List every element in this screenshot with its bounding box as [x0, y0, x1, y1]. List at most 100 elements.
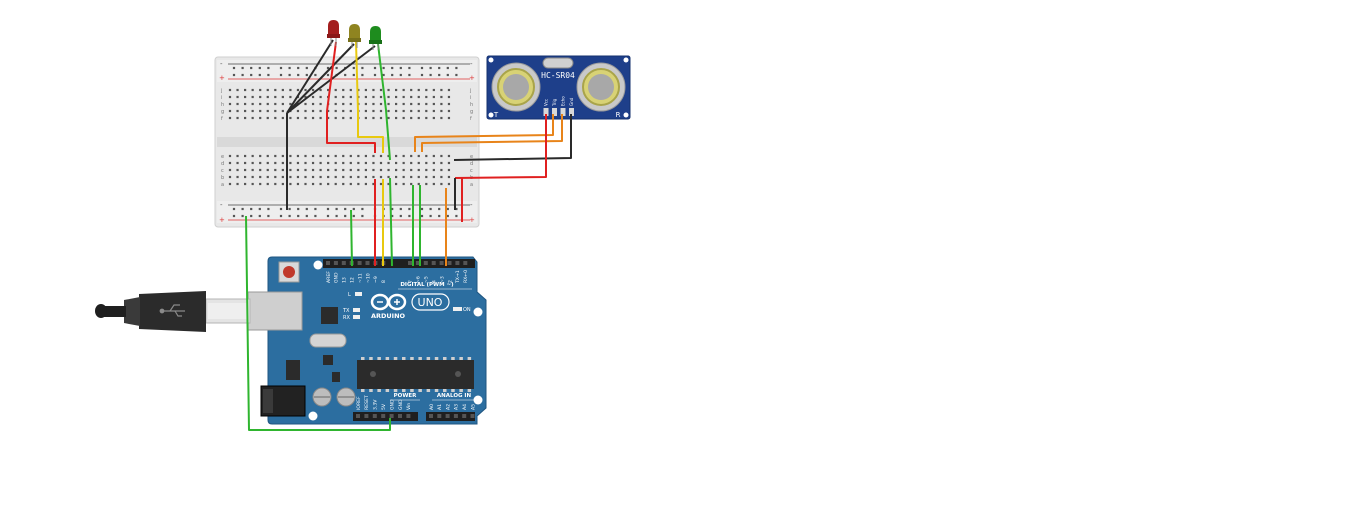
breadboard-hole[interactable]	[289, 168, 292, 172]
breadboard-hole[interactable]	[417, 102, 420, 106]
breadboard-hole[interactable]	[296, 109, 300, 113]
breadboard-hole[interactable]	[425, 109, 428, 113]
rail-hole[interactable]	[446, 207, 449, 211]
rail-hole[interactable]	[399, 66, 402, 70]
breadboard-hole[interactable]	[281, 88, 284, 92]
breadboard-hole[interactable]	[447, 168, 451, 172]
rail-hole[interactable]	[344, 214, 347, 218]
analog-pin[interactable]	[429, 414, 433, 418]
breadboard-hole[interactable]	[357, 154, 360, 158]
breadboard-hole[interactable]	[327, 88, 330, 92]
rail-hole[interactable]	[232, 73, 236, 77]
breadboard-hole[interactable]	[357, 168, 360, 172]
rail-hole[interactable]	[352, 73, 355, 77]
breadboard-hole[interactable]	[244, 102, 247, 106]
breadboard-hole[interactable]	[319, 168, 322, 172]
rail-hole[interactable]	[429, 66, 432, 70]
breadboard-hole[interactable]	[304, 168, 307, 172]
rail-hole[interactable]	[408, 214, 411, 218]
breadboard-hole[interactable]	[311, 95, 315, 99]
breadboard-hole[interactable]	[236, 116, 239, 120]
breadboard-hole[interactable]	[281, 102, 284, 106]
breadboard-hole[interactable]	[425, 175, 428, 179]
reset-button[interactable]	[278, 261, 300, 283]
breadboard-hole[interactable]	[319, 95, 322, 99]
digital-pin[interactable]	[357, 261, 362, 265]
breadboard-hole[interactable]	[281, 154, 284, 158]
breadboard-hole[interactable]	[372, 154, 375, 158]
rail-hole[interactable]	[250, 66, 253, 70]
breadboard-hole[interactable]	[342, 95, 345, 99]
breadboard-hole[interactable]	[244, 175, 247, 179]
breadboard-hole[interactable]	[228, 154, 232, 158]
rail-hole[interactable]	[399, 207, 402, 211]
breadboard-hole[interactable]	[349, 95, 352, 99]
breadboard-hole[interactable]	[342, 168, 345, 172]
breadboard-hole[interactable]	[289, 95, 292, 99]
rail-hole[interactable]	[279, 66, 283, 70]
breadboard-hole[interactable]	[236, 95, 239, 99]
breadboard-hole[interactable]	[440, 95, 443, 99]
breadboard-hole[interactable]	[289, 154, 292, 158]
breadboard-hole[interactable]	[432, 116, 435, 120]
breadboard-hole[interactable]	[251, 168, 254, 172]
rail-hole[interactable]	[267, 66, 270, 70]
breadboard-hole[interactable]	[244, 168, 247, 172]
rail-hole[interactable]	[391, 73, 394, 77]
breadboard-hole[interactable]	[364, 116, 367, 120]
breadboard-hole[interactable]	[266, 95, 269, 99]
breadboard-hole[interactable]	[274, 95, 277, 99]
breadboard-hole[interactable]	[432, 109, 435, 113]
breadboard-hole[interactable]	[417, 182, 420, 186]
breadboard-hole[interactable]	[440, 102, 443, 106]
rail-hole[interactable]	[438, 207, 441, 211]
rail-hole[interactable]	[455, 73, 458, 77]
digital-pin[interactable]	[415, 261, 420, 265]
breadboard-hole[interactable]	[319, 161, 322, 165]
rail-hole[interactable]	[446, 66, 449, 70]
sensor-pin[interactable]	[560, 108, 566, 116]
rail-hole[interactable]	[297, 214, 300, 218]
breadboard-hole[interactable]	[259, 175, 262, 179]
breadboard-hole[interactable]	[432, 161, 435, 165]
breadboard-hole[interactable]	[228, 102, 232, 106]
breadboard-hole[interactable]	[402, 154, 405, 158]
rail-hole[interactable]	[297, 66, 300, 70]
rail-hole[interactable]	[361, 73, 364, 77]
breadboard-hole[interactable]	[402, 116, 405, 120]
rail-hole[interactable]	[250, 214, 253, 218]
breadboard-hole[interactable]	[379, 95, 383, 99]
breadboard-hole[interactable]	[281, 182, 284, 186]
rail-hole[interactable]	[335, 214, 338, 218]
breadboard-hole[interactable]	[447, 116, 451, 120]
breadboard-hole[interactable]	[372, 109, 375, 113]
breadboard-hole[interactable]	[402, 102, 405, 106]
breadboard-hole[interactable]	[236, 154, 239, 158]
rail-hole[interactable]	[267, 214, 270, 218]
breadboard-hole[interactable]	[236, 175, 239, 179]
breadboard-hole[interactable]	[342, 116, 345, 120]
breadboard-hole[interactable]	[372, 102, 375, 106]
breadboard-hole[interactable]	[289, 175, 292, 179]
breadboard-hole[interactable]	[319, 182, 322, 186]
rail-hole[interactable]	[258, 214, 261, 218]
breadboard-hole[interactable]	[425, 116, 428, 120]
breadboard-hole[interactable]	[402, 175, 405, 179]
breadboard-hole[interactable]	[379, 116, 383, 120]
breadboard-hole[interactable]	[387, 102, 390, 106]
breadboard-hole[interactable]	[304, 182, 307, 186]
rail-hole[interactable]	[438, 66, 441, 70]
breadboard-hole[interactable]	[342, 161, 345, 165]
breadboard-hole[interactable]	[432, 175, 435, 179]
rail-hole[interactable]	[232, 207, 236, 211]
rail-hole[interactable]	[391, 207, 394, 211]
breadboard-hole[interactable]	[311, 168, 315, 172]
rail-hole[interactable]	[241, 207, 244, 211]
breadboard-hole[interactable]	[228, 161, 232, 165]
breadboard-hole[interactable]	[447, 182, 451, 186]
digital-pin[interactable]	[326, 261, 330, 265]
breadboard-hole[interactable]	[259, 182, 262, 186]
breadboard-hole[interactable]	[410, 168, 413, 172]
rail-hole[interactable]	[258, 73, 261, 77]
